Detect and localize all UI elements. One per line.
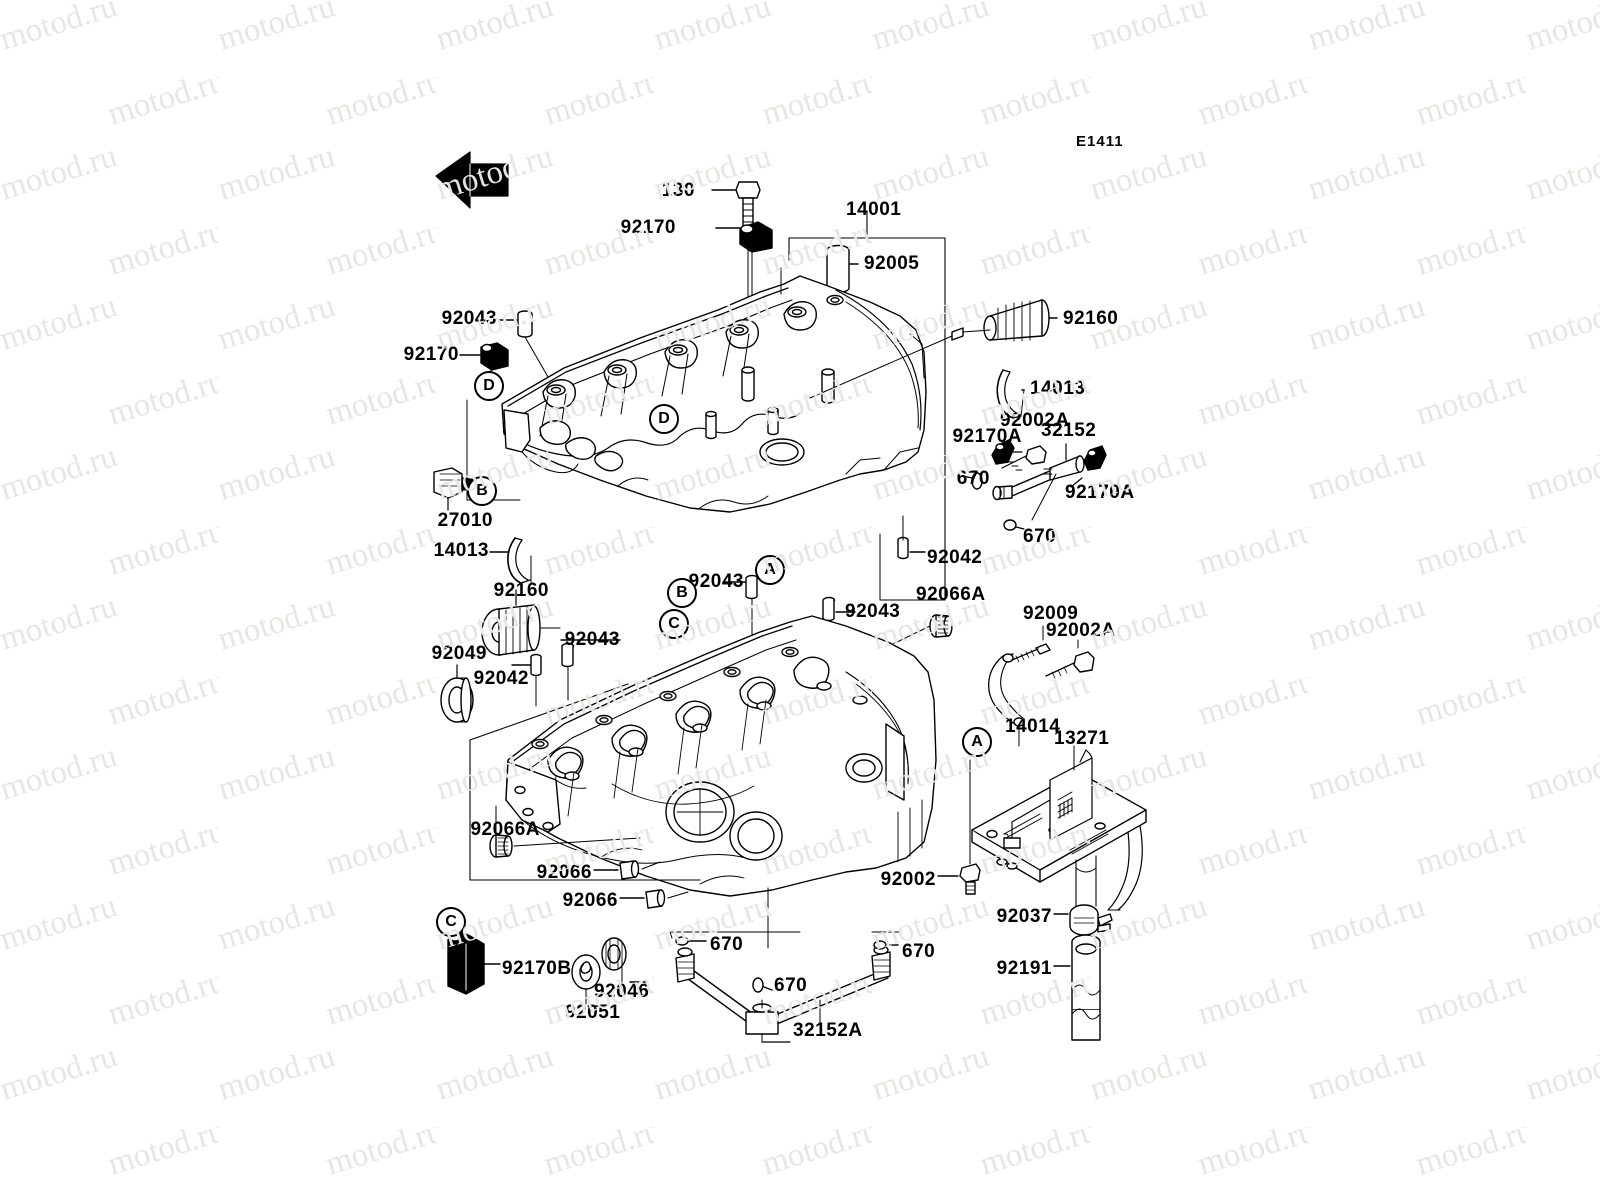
callout-a-upper[interactable]: A [755, 555, 785, 585]
label-92043-m3[interactable]: 92043 [845, 601, 901, 622]
label-92066A-left[interactable]: 92066A [470, 819, 540, 840]
label-92191[interactable]: 92191 [996, 958, 1052, 979]
label-670-c[interactable]: 670 [710, 934, 744, 955]
label-92049[interactable]: 92049 [431, 643, 487, 664]
label-13271[interactable]: 13271 [1054, 728, 1110, 749]
label-14013-right[interactable]: 14013 [1030, 378, 1086, 399]
label-130[interactable]: 130 [661, 180, 695, 201]
label-670-b[interactable]: 670 [1023, 526, 1057, 547]
label-92051[interactable]: 92051 [565, 1002, 621, 1023]
label-92005[interactable]: 92005 [864, 253, 920, 274]
label-92046[interactable]: 92046 [594, 981, 650, 1002]
label-92066-a[interactable]: 92066 [536, 862, 592, 883]
label-92170A-a[interactable]: 92170A [952, 426, 1022, 447]
callout-c-lower[interactable]: C [659, 609, 689, 639]
callout-c-clamp[interactable]: C [436, 907, 466, 937]
label-92002[interactable]: 92002 [880, 869, 936, 890]
label-92043-m1[interactable]: 92043 [564, 629, 620, 650]
label-92170-left[interactable]: 92170 [403, 344, 459, 365]
label-27010[interactable]: 27010 [437, 510, 493, 531]
label-32152[interactable]: 32152 [1041, 420, 1097, 441]
label-14001[interactable]: 14001 [846, 199, 902, 220]
label-92042-right[interactable]: 92042 [927, 547, 983, 568]
label-92002A-bracket[interactable]: 92002A [1046, 620, 1116, 641]
callout-d-mid[interactable]: D [649, 404, 679, 434]
label-14013-left[interactable]: 14013 [433, 540, 489, 561]
label-92043-ul[interactable]: 92043 [441, 308, 497, 329]
label-92170B[interactable]: 92170B [502, 958, 572, 979]
callout-b-upper[interactable]: B [467, 476, 497, 506]
callout-d-left[interactable]: D [474, 371, 504, 401]
label-670-d[interactable]: 670 [902, 941, 936, 962]
callout-a-plate[interactable]: A [962, 727, 992, 757]
label-14014[interactable]: 14014 [1005, 716, 1061, 737]
label-670-a[interactable]: 670 [956, 468, 990, 489]
label-32152A[interactable]: 32152A [793, 1020, 863, 1041]
label-92170A-b[interactable]: 92170A [1065, 482, 1135, 503]
label-92170-top[interactable]: 92170 [620, 217, 676, 238]
label-92042-left[interactable]: 92042 [473, 668, 529, 689]
label-92160-left[interactable]: 92160 [493, 580, 549, 601]
label-92043-m2[interactable]: 92043 [688, 571, 744, 592]
callout-b-lower[interactable]: B [667, 578, 697, 608]
label-92037[interactable]: 92037 [996, 906, 1052, 927]
label-92066A-right[interactable]: 92066A [916, 584, 986, 605]
label-92160-right[interactable]: 92160 [1063, 308, 1119, 329]
label-670-e[interactable]: 670 [774, 975, 808, 996]
diagram-id: E1411 [1076, 133, 1124, 150]
label-92066-b[interactable]: 92066 [562, 890, 618, 911]
